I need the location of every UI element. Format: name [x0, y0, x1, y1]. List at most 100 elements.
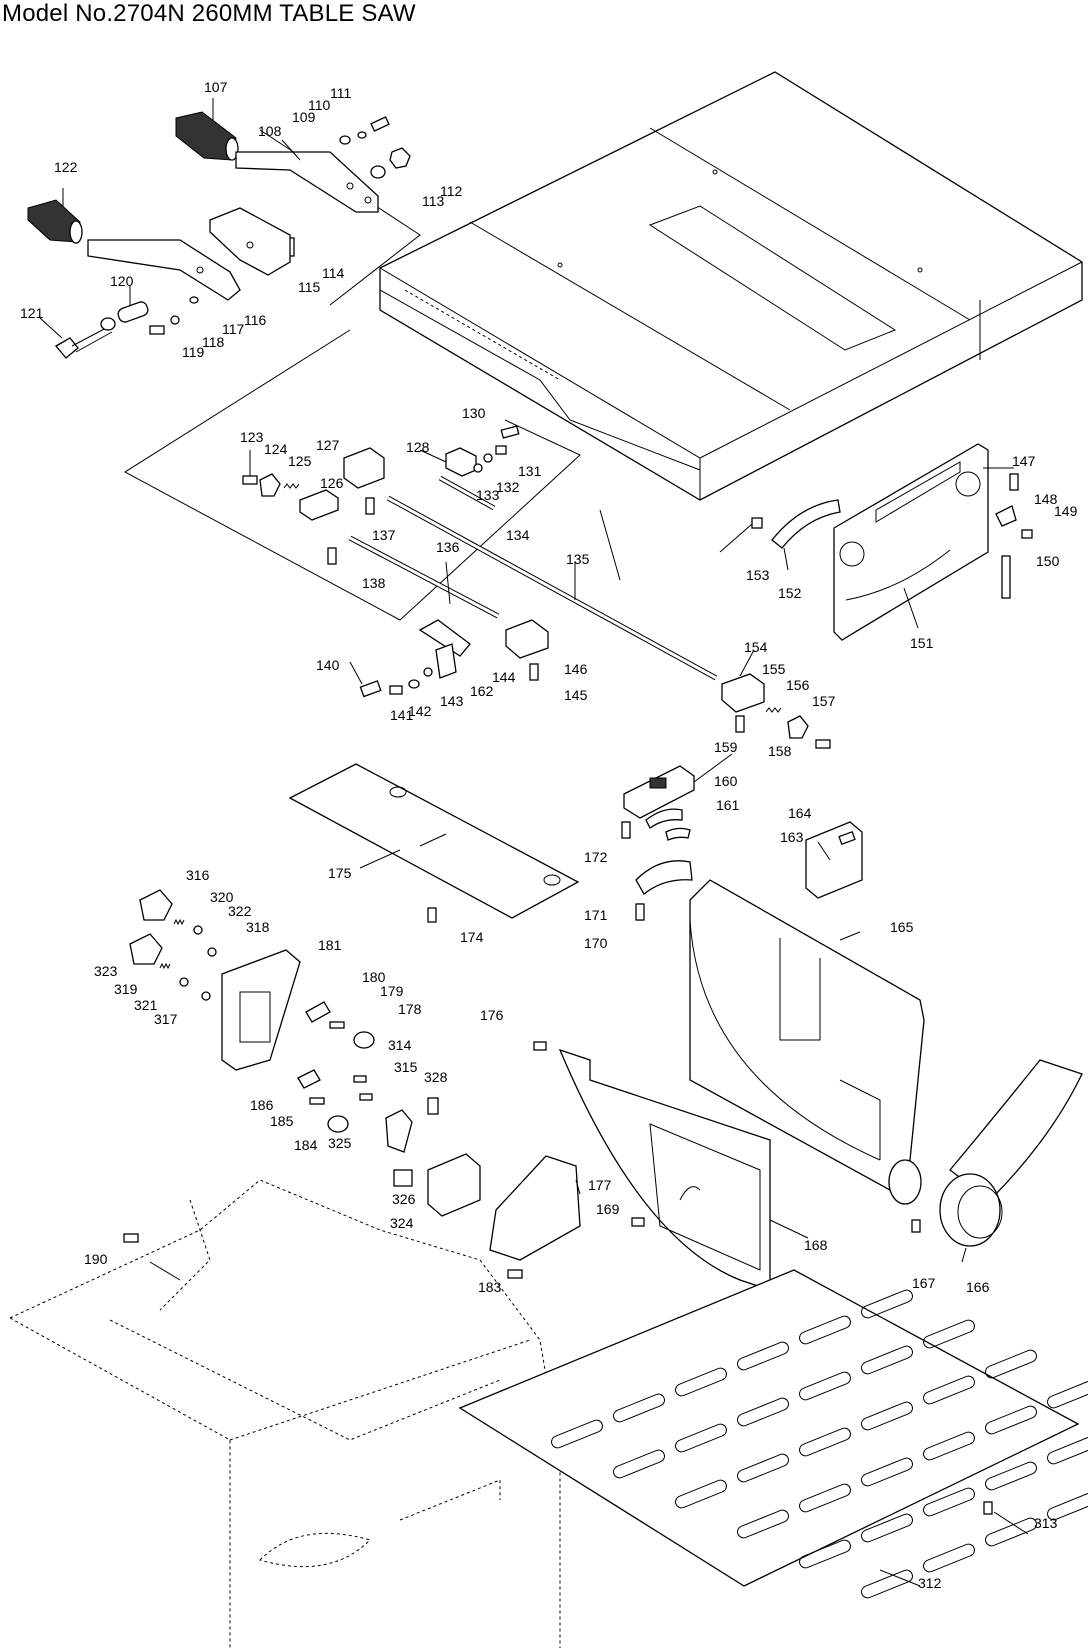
part-number-166: 166: [966, 1279, 990, 1295]
part-number-180: 180: [362, 969, 386, 985]
vent-slot: [613, 1393, 665, 1423]
washer-113: [370, 165, 386, 179]
vent-slot: [1047, 1491, 1088, 1521]
part-number-112: 112: [440, 183, 463, 199]
part-number-147: 147: [1012, 453, 1036, 469]
vent-slot: [737, 1341, 789, 1371]
block-146: [505, 619, 549, 659]
vent-slot: [861, 1569, 913, 1599]
vent-slot: [1047, 1379, 1088, 1409]
part-number-146: 146: [564, 661, 588, 677]
vent-slot: [737, 1453, 789, 1483]
part-number-121: 121: [20, 305, 44, 321]
part-number-324: 324: [390, 1215, 414, 1231]
block-154: [721, 673, 765, 713]
part-number-157: 157: [812, 693, 836, 709]
clamp-161: [665, 827, 691, 841]
screw-190: [123, 1233, 139, 1243]
part-number-312: 312: [918, 1575, 942, 1591]
bolt-121: [55, 317, 116, 359]
part-number-120: 120: [110, 273, 134, 289]
screw-176: [533, 1041, 547, 1051]
screw-169: [631, 1217, 645, 1227]
part-number-154: 154: [744, 639, 768, 655]
screw-185: [309, 1097, 325, 1105]
handle-107: [175, 111, 239, 161]
spring-125: [283, 483, 300, 489]
part-number-145: 145: [564, 687, 588, 703]
part-number-190: 190: [84, 1251, 108, 1267]
part-number-158: 158: [768, 743, 792, 759]
part-number-164: 164: [788, 805, 812, 821]
vent-slots: [551, 1289, 1088, 1599]
washer-110: [357, 131, 367, 139]
screw-131: [495, 445, 507, 455]
washer-117: [189, 296, 199, 304]
vent-slot: [551, 1419, 603, 1449]
screw-140: [359, 680, 382, 698]
button-323: [129, 933, 163, 965]
vent-slot: [799, 1539, 851, 1569]
nut-112: [389, 147, 411, 169]
washer-132: [483, 453, 493, 463]
clamp-160: [645, 808, 683, 829]
screw-138: [327, 547, 337, 565]
block-127: [343, 447, 385, 489]
washer-322: [193, 925, 203, 935]
part-number-176: 176: [480, 1007, 504, 1023]
base-housing: [9, 1179, 561, 1648]
part-number-323: 323: [94, 963, 118, 979]
washer-321: [179, 977, 189, 987]
knob-124: [259, 473, 281, 497]
part-number-315: 315: [394, 1059, 418, 1075]
handle-122: [27, 199, 83, 244]
part-number-313: 313: [1034, 1515, 1058, 1531]
part-number-118: 118: [202, 334, 225, 350]
part-number-148: 148: [1034, 491, 1058, 507]
pin-150: [1001, 555, 1011, 599]
part-number-186: 186: [250, 1097, 274, 1113]
part-number-127: 127: [316, 437, 340, 453]
screw-179: [329, 1021, 345, 1029]
clip-148: [995, 505, 1017, 527]
vent-slot: [675, 1423, 727, 1453]
part-number-117: 117: [222, 321, 245, 337]
block-126: [299, 489, 339, 521]
part-number-153: 153: [746, 567, 770, 583]
screw-153: [751, 517, 763, 529]
vent-slot: [799, 1427, 851, 1457]
vent-slot: [799, 1371, 851, 1401]
bracket-115: [209, 207, 291, 276]
part-number-131: 131: [518, 463, 542, 479]
screw-164: [838, 831, 856, 845]
plate-128: [445, 447, 477, 477]
screw-167: [911, 1219, 921, 1233]
part-number-172: 172: [584, 849, 608, 865]
part-number-162: 162: [470, 683, 494, 699]
part-number-labels: 1071081091101111121131141151161171181191…: [20, 79, 1078, 1591]
knob-156: [787, 715, 809, 739]
part-number-108: 108: [258, 123, 282, 139]
vent-slot: [737, 1397, 789, 1427]
diagram-title: Model No.2704N 260MM TABLE SAW: [2, 0, 416, 27]
part-number-181: 181: [318, 937, 342, 953]
part-number-150: 150: [1036, 553, 1060, 569]
part-number-321: 321: [134, 997, 158, 1013]
strain-relief-184: [327, 1115, 349, 1133]
vent-slot: [923, 1375, 975, 1405]
screw-149: [1021, 529, 1033, 539]
part-number-138: 138: [362, 575, 386, 591]
part-number-133: 133: [476, 487, 500, 503]
screw-137: [365, 497, 375, 515]
part-number-111: 111: [330, 85, 351, 101]
vent-slot: [1047, 1435, 1088, 1465]
part-number-126: 126: [320, 475, 344, 491]
part-number-184: 184: [294, 1137, 318, 1153]
part-number-325: 325: [328, 1135, 352, 1151]
vent-slot: [923, 1319, 975, 1349]
vent-slot: [799, 1483, 851, 1513]
part-number-175: 175: [328, 865, 352, 881]
switch-box-181: [221, 949, 301, 1071]
part-number-168: 168: [804, 1237, 828, 1253]
screw-111: [370, 116, 390, 132]
